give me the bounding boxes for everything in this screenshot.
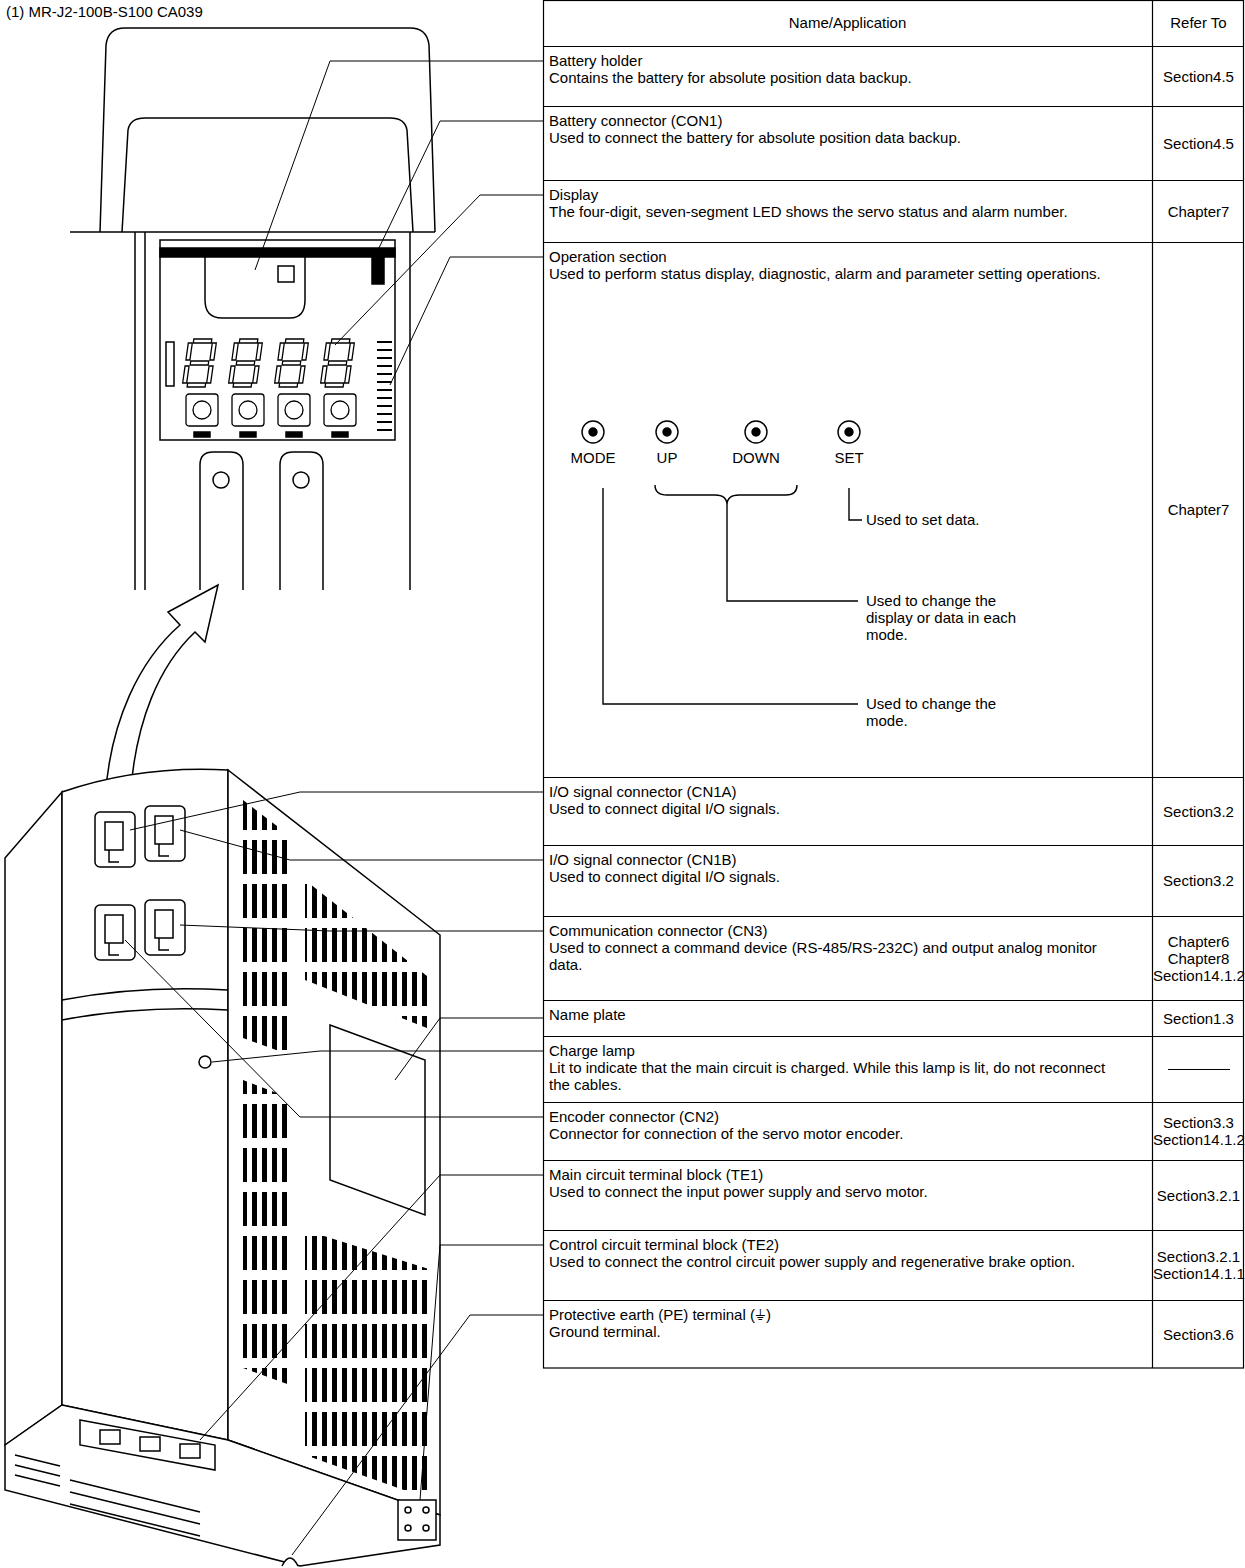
section-reference: Chapter7: [1153, 501, 1244, 518]
part-name: Protective earth (PE) terminal (⏚): [549, 1306, 1109, 1323]
section-reference: Section3.3 Section14.1.2: [1153, 1114, 1244, 1148]
part-name: Control circuit terminal block (TE2): [549, 1236, 1109, 1253]
section-reference: Section3.2.1 Section14.1.1: [1153, 1248, 1244, 1282]
servo-amplifier-body: [5, 769, 440, 1566]
key-function: Used to set data.: [866, 511, 1066, 528]
part-description: Used to connect digital I/O signals.: [549, 800, 1109, 817]
section-reference: Section3.2.1: [1153, 1187, 1244, 1204]
part-description: Used to connect a command device (RS-485…: [549, 939, 1109, 973]
key-function: Used to change the display or data in ea…: [866, 592, 1036, 643]
part-description: Used to perform status display, diagnost…: [549, 265, 1109, 282]
part-name: Encoder connector (CN2): [549, 1108, 1109, 1125]
no-reference-dash: [1168, 1069, 1230, 1070]
part-name: Main circuit terminal block (TE1): [549, 1166, 1109, 1183]
part-name: Name plate: [549, 1006, 1109, 1023]
part-description: The four-digit, seven-segment LED shows …: [549, 203, 1109, 220]
part-description: Used to connect digital I/O signals.: [549, 868, 1109, 885]
part-name: Operation section: [549, 248, 1109, 265]
part-name: I/O signal connector (CN1A): [549, 783, 1109, 800]
page-heading: (1) MR-J2-100B-S100 CA039: [6, 3, 203, 20]
part-name: Communication connector (CN3): [549, 922, 1109, 939]
column-header: Refer To: [1152, 14, 1245, 31]
part-description: Used to connect the control circuit powe…: [549, 1253, 1109, 1270]
part-name: Battery holder: [549, 52, 1109, 69]
section-reference: Chapter7: [1153, 203, 1244, 220]
section-reference: Chapter6 Chapter8 Section14.1.2: [1153, 933, 1244, 984]
column-header: Name/Application: [543, 14, 1152, 31]
part-description: Lit to indicate that the main circuit is…: [549, 1059, 1109, 1093]
table-grid: [544, 1, 1244, 1369]
section-reference: Section3.2: [1153, 872, 1244, 889]
part-name: Battery connector (CON1): [549, 112, 1109, 129]
part-name: Charge lamp: [549, 1042, 1109, 1059]
part-description: Ground terminal.: [549, 1323, 1109, 1340]
part-description: Contains the battery for absolute positi…: [549, 69, 1109, 86]
key-name: UP: [627, 449, 707, 466]
section-reference: Section4.5: [1153, 68, 1244, 85]
detail-arrow: [105, 585, 218, 800]
display-detail-view: [70, 28, 435, 590]
section-reference: Section3.2: [1153, 803, 1244, 820]
key-name: MODE: [553, 449, 633, 466]
part-name: I/O signal connector (CN1B): [549, 851, 1109, 868]
part-description: Used to connect the battery for absolute…: [549, 129, 1109, 146]
part-description: Used to connect the input power supply a…: [549, 1183, 1109, 1200]
key-function: Used to change the mode.: [866, 695, 1016, 729]
section-reference: Section1.3: [1153, 1010, 1244, 1027]
section-reference: Section4.5: [1153, 135, 1244, 152]
key-name: DOWN: [716, 449, 796, 466]
section-reference: Section3.6: [1153, 1326, 1244, 1343]
part-description: Connector for connection of the servo mo…: [549, 1125, 1109, 1142]
key-name: SET: [809, 449, 889, 466]
operation-keys: [582, 421, 862, 704]
leader-lines: [125, 61, 543, 1555]
part-name: Display: [549, 186, 1109, 203]
